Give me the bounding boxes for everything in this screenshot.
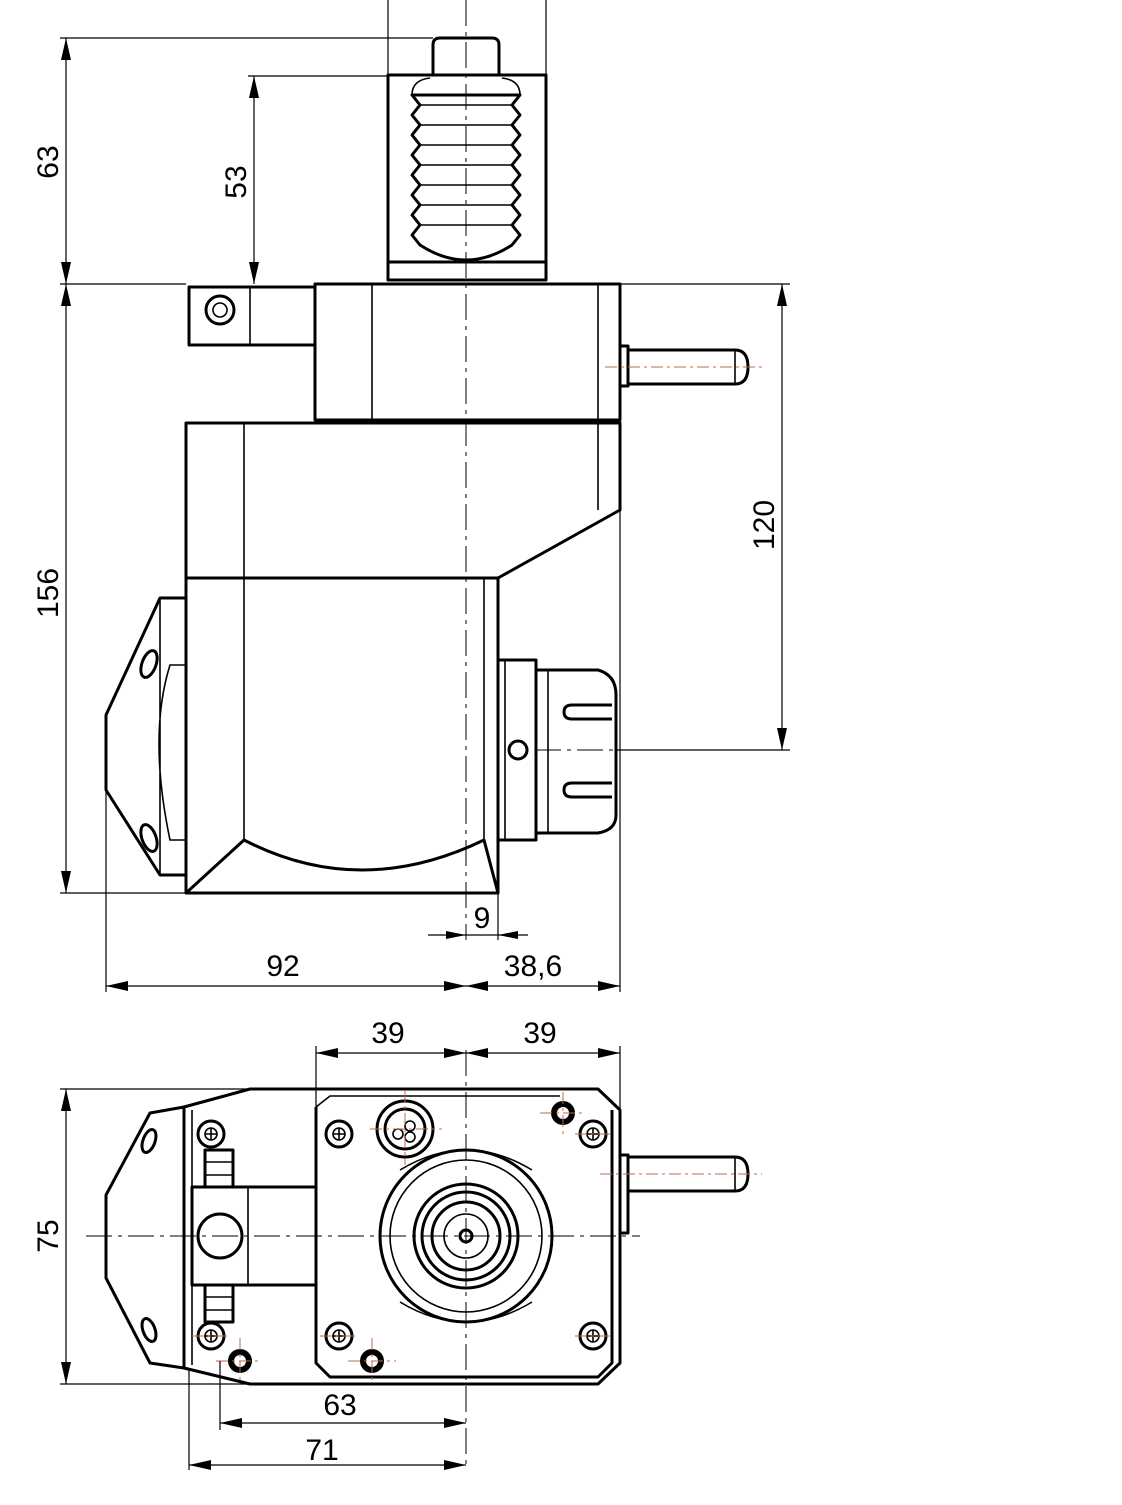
angled-body [184,421,622,580]
dowel-pin-icon [540,1092,586,1134]
socket-screw-icon [196,1119,226,1149]
dim-63-bottom: 63 [219,1361,466,1430]
dim-120-text: 120 [748,500,781,550]
dim-75-text: 75 [32,1219,65,1252]
flange-hole-icon [140,1317,158,1343]
clamp-bolt-icon [196,1212,244,1260]
dim-39-right-text: 39 [523,1017,556,1050]
dim-9-text: 9 [474,902,491,935]
socket-screw-icon [324,1119,354,1149]
dim-63-text: 63 [32,145,65,178]
dim-156: 156 [32,284,186,894]
shank [386,36,548,282]
upper-housing [187,282,762,422]
dim-63-bottom-text: 63 [323,1389,356,1422]
side-pin [605,344,762,388]
flange-hole-icon [140,1128,158,1154]
dim-39-left-text: 39 [371,1017,404,1050]
coolant-fitting-icon [370,1090,442,1165]
dim-39-39: 39 39 [315,1017,621,1110]
dim-92: 92 38,6 [105,420,621,992]
side-view: 63 53 156 120 [32,0,790,992]
left-flange [104,596,188,877]
dim-53: 53 [220,75,388,284]
dim-71-text: 71 [305,1434,338,1467]
bottom-view: 39 39 75 63 71 [32,1017,762,1470]
dim-71: 71 [188,1368,466,1470]
dim-53-text: 53 [220,165,253,198]
dim-9: 9 [428,893,528,940]
side-pin-bottom [600,1153,762,1235]
flange-hole-icon [139,649,159,679]
dim-63-outer: 63 [32,37,433,285]
dim-120: 120 [616,283,790,751]
dim-38-6-text: 38,6 [504,950,562,983]
dim-75: 75 [32,1088,250,1385]
flange-hole-icon [139,823,159,853]
clamp-screw-icon [204,294,236,326]
dim-92-text: 92 [266,950,299,983]
dowel-pin-icon [216,1338,262,1384]
lower-body [184,576,500,895]
dowel-pin-icon [348,1338,396,1384]
dim-156-text: 156 [32,568,65,618]
